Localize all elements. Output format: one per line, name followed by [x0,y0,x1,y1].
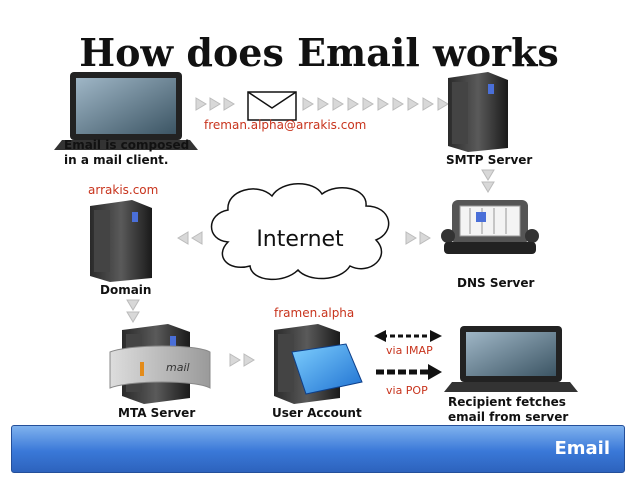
down-arrow-icon [482,170,494,192]
sender-address: freman.alpha@arrakis.com [204,118,366,132]
composed-label-line: in a mail client. [64,153,189,168]
recipient-label: Recipient fetches email from server [448,395,568,425]
imap-arrow-icon [374,330,442,342]
composed-label: Email is composed in a mail client. [64,138,189,168]
via-imap-label: via IMAP [386,344,433,357]
composed-label-line: Email is composed [64,138,189,153]
user-account-server-icon [274,324,362,404]
recipient-label-line: email from server [448,410,568,425]
down-arrow-icon [127,300,139,322]
right-arrow-icon [230,354,254,366]
smtp-server-icon [448,72,508,152]
account-name-label: framen.alpha [274,306,354,320]
envelope-icon [248,92,296,120]
recipient-label-line: Recipient fetches [448,395,568,410]
user-account-label: User Account [272,406,362,421]
mta-label: MTA Server [118,406,195,421]
send-arrow-icon [196,98,448,110]
domain-label: Domain [100,283,151,298]
domain-server-icon [90,200,152,282]
recipient-laptop-icon [444,326,578,392]
via-pop-label: via POP [386,384,428,397]
dns-server-icon [441,200,539,254]
mail-tag-label: mail [166,361,190,374]
internet-label: Internet [256,227,344,252]
left-arrow-icon [178,232,202,244]
left-arrow-icon [406,232,430,244]
domain-name-label: arrakis.com [88,183,158,197]
pop-arrow-icon [376,364,442,380]
smtp-label: SMTP Server [446,153,532,168]
footer-bar: Email [11,425,625,473]
footer-label: Email [554,438,610,459]
mta-server-icon [110,324,210,404]
dns-label: DNS Server [457,276,534,291]
